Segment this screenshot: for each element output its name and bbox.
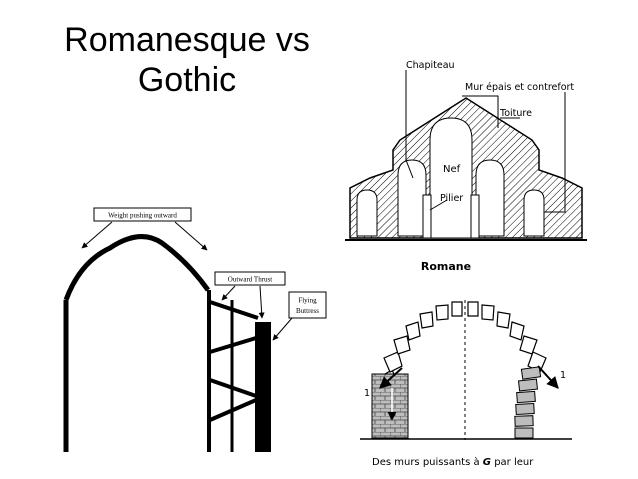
label-weight: Weight pushing outward	[108, 212, 177, 220]
caption-g: G	[482, 457, 492, 468]
arch-caption: Des murs puissants à G par leur	[372, 457, 572, 468]
label-outward-thrust: Outward Thrust	[228, 276, 272, 284]
romane-nave	[429, 117, 473, 239]
label-romane: Romane	[421, 260, 471, 273]
caption-pre: Des murs puissants à	[372, 457, 483, 468]
caption-post: par leur	[491, 457, 534, 468]
label-chapiteau: Chapiteau	[406, 60, 455, 71]
label-mur: Mur épais et contrefort	[465, 82, 574, 93]
arch-diagram: 1 1	[360, 300, 572, 440]
label-force-left: 1	[364, 388, 370, 399]
label-force-right: 1	[560, 370, 566, 381]
romane-diagram: Chapiteau Mur épais et contrefort Toitur…	[345, 60, 587, 273]
label-buttress: Buttress	[296, 307, 319, 315]
title-line-2: Gothic	[137, 61, 237, 99]
flying-buttress-arms	[209, 300, 259, 422]
gothic-diagram: Weight pushing outward Outward Thrust Fl…	[63, 207, 327, 452]
label-pilier: Pilier	[440, 193, 463, 204]
label-toiture: Toiture	[499, 108, 532, 119]
right-stones	[514, 366, 542, 439]
label-nef: Nef	[443, 164, 461, 175]
left-wall-bricks	[371, 373, 409, 439]
label-flying: Flying	[298, 297, 317, 305]
gothic-vault	[63, 234, 211, 301]
title-line-1: Romanesque vs	[64, 21, 310, 59]
buttress-pier	[255, 322, 271, 452]
slide-title: Romanesque vs Gothic	[52, 20, 322, 100]
